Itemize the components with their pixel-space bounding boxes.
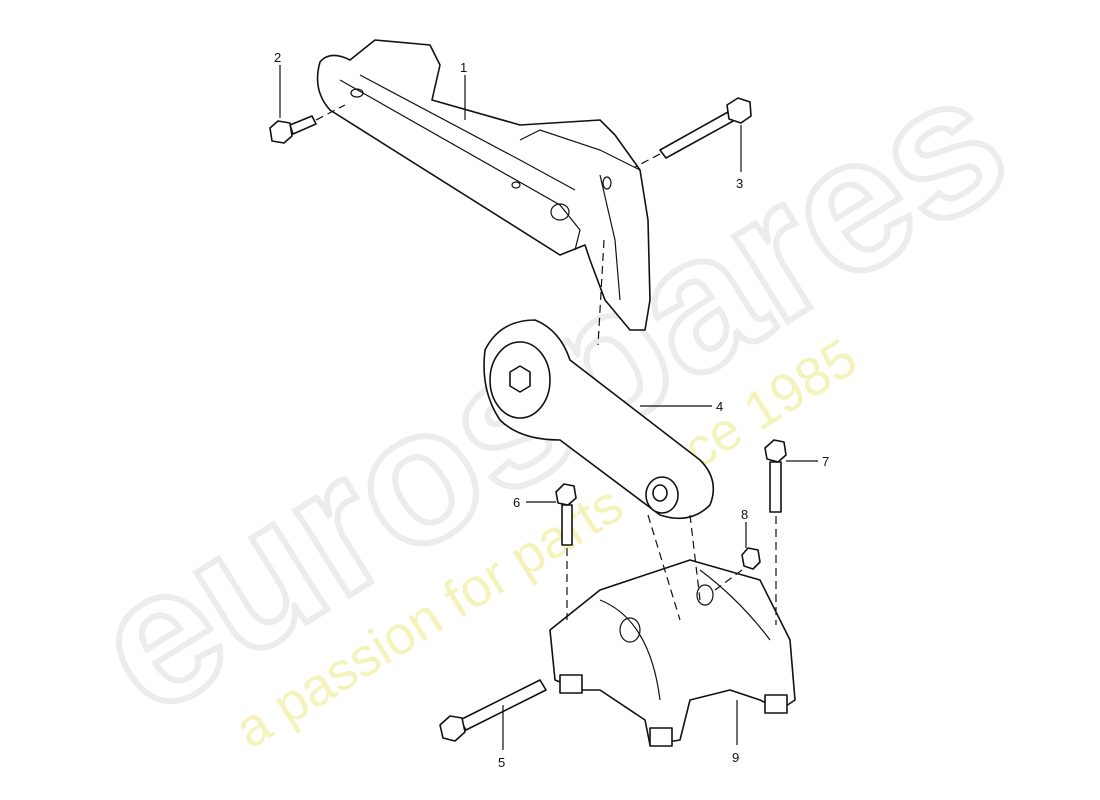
svg-text:5: 5 <box>498 755 505 770</box>
torque-arm-part-4[interactable] <box>483 239 715 520</box>
callout-8[interactable]: 8 <box>741 507 748 548</box>
svg-text:9: 9 <box>732 750 739 765</box>
svg-text:7: 7 <box>822 454 829 469</box>
callout-2[interactable]: 2 <box>274 50 281 118</box>
callout-4[interactable]: 4 <box>640 399 723 414</box>
callout-7[interactable]: 7 <box>786 454 829 469</box>
callout-1[interactable]: 1 <box>460 60 467 120</box>
bolt-part-5[interactable] <box>439 679 547 742</box>
bolt-part-6[interactable] <box>555 483 577 620</box>
bolt-part-7[interactable] <box>764 439 787 625</box>
svg-text:8: 8 <box>741 507 748 522</box>
callout-3[interactable]: 3 <box>736 125 743 191</box>
bolt-part-3[interactable] <box>634 97 752 168</box>
svg-text:1: 1 <box>460 60 467 75</box>
svg-text:4: 4 <box>716 399 723 414</box>
svg-text:6: 6 <box>513 495 520 510</box>
bracket-part-1[interactable] <box>316 39 651 331</box>
bolt-part-2[interactable] <box>269 104 346 144</box>
svg-text:3: 3 <box>736 176 743 191</box>
nut-part-8[interactable] <box>714 547 761 591</box>
callout-6[interactable]: 6 <box>513 495 556 510</box>
callout-9[interactable]: 9 <box>732 700 739 765</box>
callout-5[interactable]: 5 <box>498 705 505 770</box>
svg-text:2: 2 <box>274 50 281 65</box>
mount-support-part-9[interactable] <box>549 514 796 747</box>
